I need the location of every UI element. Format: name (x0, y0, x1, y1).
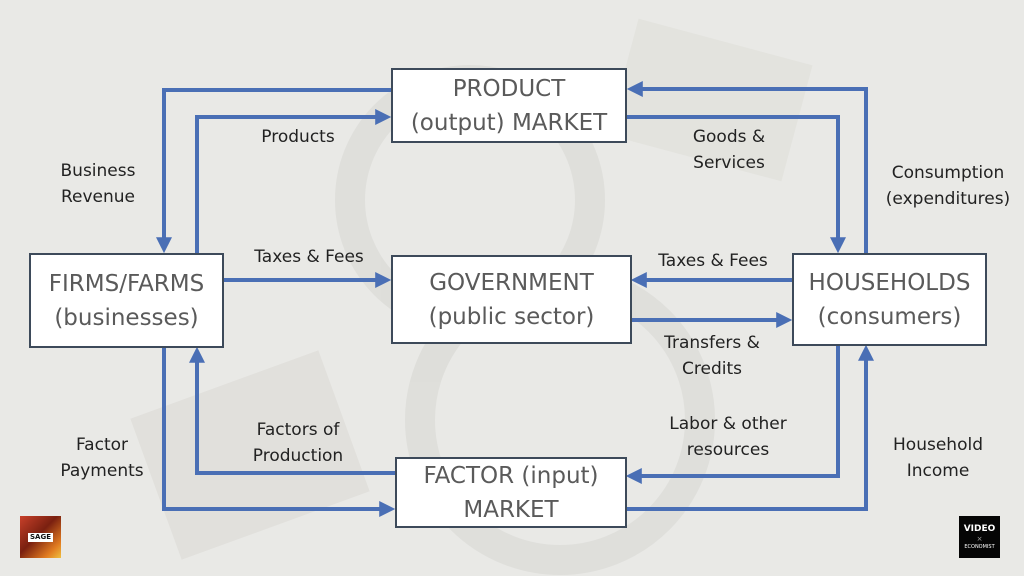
arrow-factor-payments (162, 347, 396, 517)
arrow-business-revenue (156, 88, 391, 254)
arrow-factors-production (189, 346, 395, 475)
households-box: HOUSEHOLDS (consumers) (792, 253, 987, 346)
arrow-labor (625, 345, 840, 484)
arrow-goods-services (626, 115, 846, 254)
box-title: HOUSEHOLDS (808, 269, 971, 296)
label-taxes-firms: Taxes & Fees (254, 247, 364, 267)
label-goods-services: Goods &Services (692, 127, 766, 173)
box-title: PRODUCT (452, 75, 566, 102)
label-consumption: Consumption(expenditures) (885, 163, 1011, 209)
label-taxes-households: Taxes & Fees (658, 251, 768, 271)
arrow-products (195, 109, 392, 253)
firms-box: FIRMS/FARMS (businesses) (29, 253, 224, 348)
factor-market-box: FACTOR (input) MARKET (395, 457, 627, 528)
box-subtitle: (output) MARKET (410, 109, 608, 136)
box-subtitle: (consumers) (817, 303, 962, 330)
video-economist-logo: VIDEO × ECONOMIST (959, 516, 1000, 558)
box-subtitle: MARKET (463, 496, 559, 523)
sage-logo: SAGE (20, 516, 61, 558)
box-subtitle: (businesses) (54, 304, 199, 331)
box-title: FIRMS/FARMS (48, 270, 205, 297)
box-subtitle: (public sector) (428, 303, 595, 330)
box-title: GOVERNMENT (429, 269, 594, 296)
label-products: Products (261, 127, 335, 147)
arrow-consumption (626, 81, 868, 253)
arrow-household-income (626, 344, 874, 511)
label-transfers: Transfers &Credits (664, 333, 760, 379)
government-box: GOVERNMENT (public sector) (391, 255, 632, 344)
box-title: FACTOR (input) (423, 462, 599, 489)
product-market-box: PRODUCT (output) MARKET (391, 68, 627, 143)
